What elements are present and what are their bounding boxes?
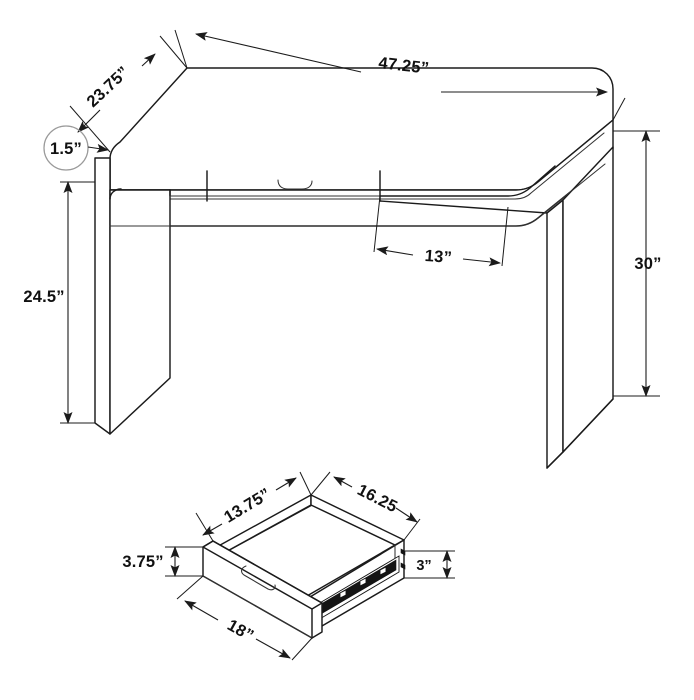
dim-line-thickness [87,143,109,153]
dim-line-drawer-width-2 [395,507,418,523]
dim-label-desk-width: 47.25” [378,54,430,78]
dim-label-apron-span: 13” [424,247,453,267]
desk-drawer-pull-icon [277,179,313,190]
ext-line-drawer-depth-top [299,471,312,496]
dim-desk-height: 30” [613,130,661,397]
dim-line-drawer-fw-2 [255,638,291,659]
dim-desk-width: 47.25” [174,29,626,121]
callout-circle-thickness [43,125,89,171]
drawer-front-bottom-line [202,575,313,639]
ext-line-drawer-width-left [310,471,331,496]
dim-clearance-height: 24.5” [23,181,95,424]
drawer-slide-ball-bearing-1 [379,566,387,576]
dim-drawer-box-height: 3” [404,550,455,579]
desk-assembly: 47.25” 23.75” 1.5” 24.5” 30” [23,29,661,469]
dim-label-drawer-front-height: 3.75” [122,553,163,571]
dim-label-desk-height: 30” [634,255,661,273]
drawer-slide-screw-2 [400,562,406,570]
desk-top-face-visible [109,67,614,191]
desk-left-leg-side [109,189,171,435]
drawer-slide-ball-bearing-2 [359,577,367,587]
dim-line-depth-1 [141,53,156,67]
dim-label-panel-thickness: 1.5” [50,140,82,158]
dim-line-width [195,32,362,73]
drawer-slide-ball-bearing-3 [339,589,347,599]
ext-line-drawer-fw-right [291,637,313,661]
dim-label-desk-depth: 23.75” [83,63,132,111]
drawer-pull-handle [241,565,276,591]
ext-line-width-right [612,97,626,121]
desk-left-leg-front [94,157,111,435]
dim-label-drawer-front-width: 18” [224,616,257,645]
ext-line-apron-left [373,195,381,253]
dim-line-drawer-depth-1 [275,477,297,491]
desk-left-leg-top-fillet [109,188,122,200]
dim-line-apron-2 [462,257,501,267]
ext-line-drawer-width-right [403,518,421,541]
desk-apron-right-run [379,165,556,197]
dim-line-depth-2 [77,109,101,133]
dim-label-drawer-box-height: 3” [416,558,431,574]
drawer-assembly: 13.75” 16.25 3.75” 3” [122,471,455,661]
dim-label-drawer-inner-width: 16.25 [354,481,400,516]
desk-underside-edge [109,163,606,227]
dim-line-apron-1 [376,246,414,256]
dim-line-drawer-width-1 [333,476,353,488]
dim-line-drawer-fw-1 [184,600,219,621]
dim-drawer-front-height: 3.75” [122,546,203,577]
drawer-front-top-edge [202,540,323,610]
ext-line-drawer-depth-bottom [195,512,214,542]
ext-line-apron-right [501,206,509,267]
desk-right-leg-front [546,199,564,469]
dim-line-drawer-depth-2 [202,523,223,536]
desk-top-reveal-line [121,132,605,200]
desk-apron-receding-edge [379,200,548,214]
dim-panel-thickness: 1.5” [43,125,109,171]
ext-line-depth-top [159,35,188,69]
dim-apron-span: 13” [373,195,509,267]
dim-label-clearance-height: 24.5” [23,288,64,306]
desk-right-leg-bottom [546,398,614,469]
ext-line-drawer-fw-left [176,575,204,600]
ext-line-width-left [174,29,188,69]
